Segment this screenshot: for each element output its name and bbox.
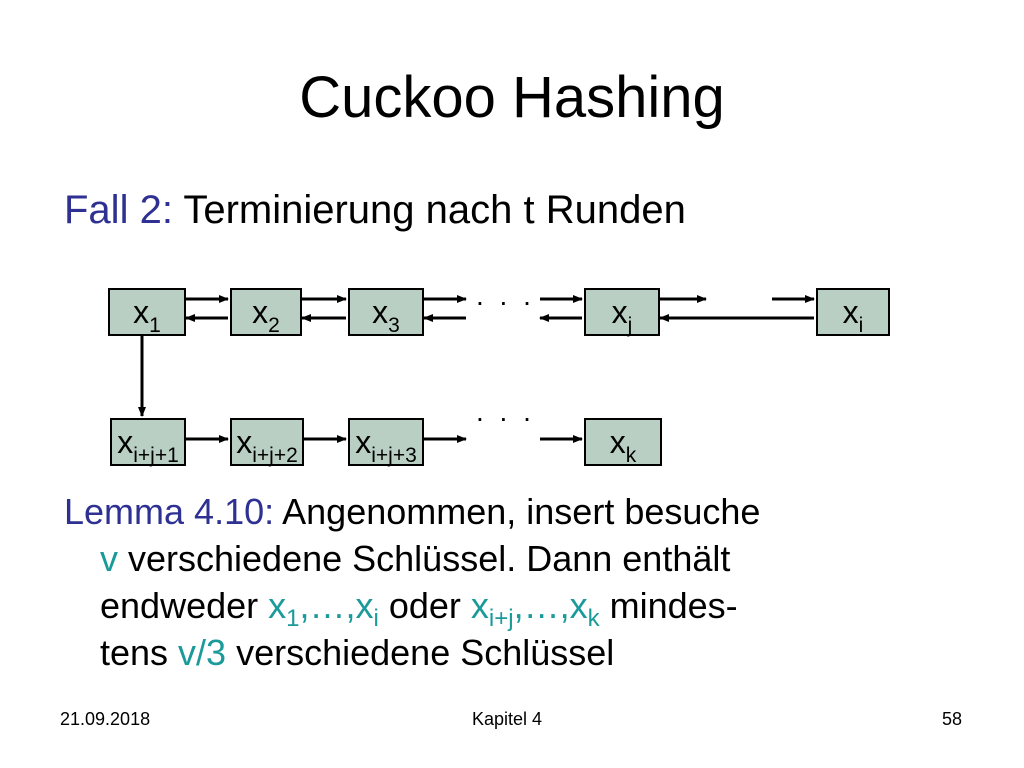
- lemma-v: v: [100, 538, 118, 579]
- lemma-l1: Angenommen, insert besuche: [274, 491, 761, 532]
- node-x2-sub: 2: [268, 314, 280, 337]
- node-xij3: xi+j+3: [348, 418, 424, 466]
- lemma-line-1: Lemma 4.10: Angenommen, insert besuche: [64, 488, 964, 535]
- node-xij3-base: x: [355, 424, 372, 460]
- lemma-seq-2: xi+j,…,xk: [470, 585, 600, 632]
- lemma-line-2: v verschiedene Schlüssel. Dann enthält: [64, 535, 964, 582]
- ellipsis-row1: . . .: [476, 280, 535, 311]
- node-xi: xi: [816, 288, 890, 336]
- lemma-oder: oder: [378, 585, 471, 626]
- node-xj: xj: [584, 288, 660, 336]
- lemma-line-4: tens v/3 verschiedene Schlüssel: [64, 629, 964, 676]
- node-xk: xk: [584, 418, 662, 466]
- node-xi-sub: i: [858, 314, 864, 337]
- lemma-l2: verschiedene Schlüssel. Dann enthält: [118, 538, 731, 579]
- lemma-l4-post: verschiedene Schlüssel: [226, 632, 615, 673]
- lemma-l3-pre: endweder: [100, 585, 269, 626]
- node-xij1: xi+j+1: [110, 418, 186, 466]
- footer-page-number: 58: [942, 709, 963, 729]
- node-xij2: xi+j+2: [230, 418, 304, 466]
- node-x1-base: x: [133, 294, 150, 330]
- node-xi-base: x: [842, 294, 859, 330]
- lemma-v3: v/3: [178, 632, 227, 673]
- node-xk-sub: k: [625, 444, 637, 467]
- lemma-text: Lemma 4.10: Angenommen, insert besuche v…: [64, 488, 964, 676]
- node-xij2-base: x: [236, 424, 253, 460]
- node-x2: x2: [230, 288, 302, 336]
- node-xj-sub: j: [627, 314, 633, 337]
- footer-chapter: Kapitel 4: [472, 709, 543, 729]
- node-x3: x3: [348, 288, 424, 336]
- node-xj-base: x: [611, 294, 628, 330]
- lemma-l4-pre: tens: [100, 632, 179, 673]
- node-x2-base: x: [252, 294, 269, 330]
- footer-date: 21.09.2018: [60, 709, 151, 729]
- case-label: Fall 2:: [64, 188, 173, 232]
- ellipsis-row2: . . .: [476, 396, 535, 427]
- case-heading: Fall 2: Terminierung nach t Runden: [64, 185, 686, 235]
- node-x1-sub: 1: [149, 314, 161, 337]
- node-xij1-sub: i+j+1: [133, 444, 179, 467]
- lemma-seq-1: x1,…,xi: [268, 585, 379, 632]
- slide-title: Cuckoo Hashing: [299, 65, 725, 130]
- case-text: Terminierung nach t Runden: [172, 188, 686, 232]
- node-x3-base: x: [372, 294, 389, 330]
- node-xij3-sub: i+j+3: [371, 444, 417, 467]
- node-xij1-base: x: [117, 424, 134, 460]
- node-xij2-sub: i+j+2: [252, 444, 298, 467]
- node-x3-sub: 3: [388, 314, 400, 337]
- node-xk-base: x: [609, 424, 626, 460]
- lemma-line-3: endweder x1,…,xi oder xi+j,…,xk mindes-: [64, 582, 964, 632]
- node-x1: x1: [108, 288, 186, 336]
- lemma-l3-post: mindes-: [599, 585, 738, 626]
- lemma-label: Lemma 4.10:: [64, 491, 275, 532]
